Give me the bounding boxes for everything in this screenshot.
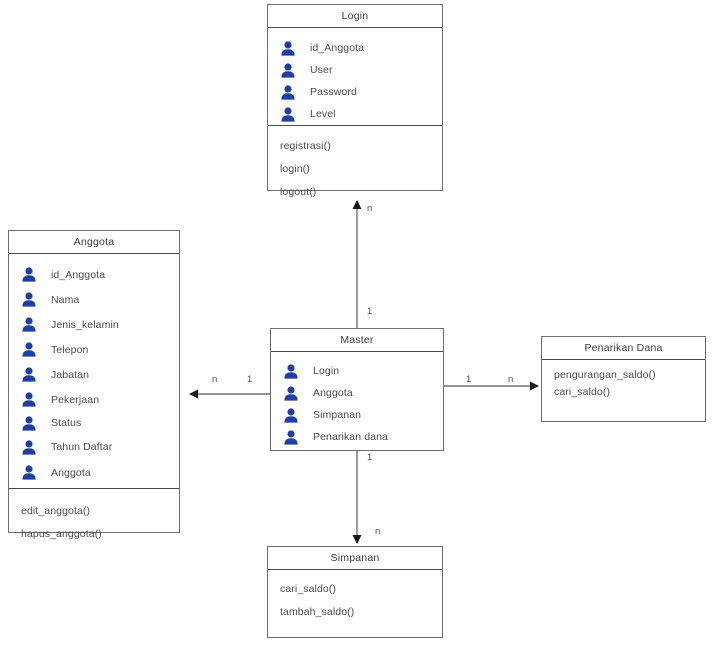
attribute-label: Jenis_kelamin [51,318,119,331]
class-operations-penarikan-dana: pengurangan_saldo() cari_saldo() [542,360,705,421]
person-icon [284,407,298,423]
multiplicity-penarikan-n: n [508,374,514,385]
class-box-simpanan[interactable]: Simpanan cari_saldo() tambah_saldo() [267,546,443,638]
attribute-row: Simpanan [271,404,443,426]
attribute-row: Anggota [271,382,443,404]
person-icon [281,106,295,122]
attribute-label: Anggota [313,387,353,399]
operation-row: logout() [280,186,317,198]
class-box-login[interactable]: Login id_Anggota User [267,4,443,198]
attribute-row: Telepon [9,337,179,362]
class-attributes-anggota: id_Anggota Nama Jenis_kelamin [9,254,179,489]
person-icon [22,342,36,357]
attribute-row: Status [9,412,179,434]
person-icon [281,62,295,78]
multiplicity-login-1: 1 [367,306,373,317]
multiplicity-anggota-1: 1 [247,374,253,385]
attribute-label: Jabatan [51,368,90,381]
attribute-row: id_Anggota [268,37,442,59]
attribute-row: Jenis_kelamin [9,312,179,337]
class-operations-simpanan: cari_saldo() tambah_saldo() [268,570,442,637]
multiplicity-simpanan-n: n [375,526,381,537]
attribute-label: Telepon [51,343,89,356]
attribute-row: Jabatan [9,362,179,387]
attribute-row: Password [268,81,442,103]
person-icon [22,465,36,480]
class-operations-login: registrasi() login() logout() [268,126,442,213]
operation-row: login() [280,163,310,175]
attribute-label: Nama [51,293,80,306]
person-icon [22,317,36,332]
class-box-penarikan-dana[interactable]: Penarikan Dana pengurangan_saldo() cari_… [541,336,706,422]
attribute-row: Penarikan dana [271,426,443,448]
attribute-label: Penarikan dana [313,431,388,443]
class-title-master: Master [271,329,443,352]
attribute-label: id_Anggota [51,268,106,281]
class-title-anggota: Anggota [9,231,179,254]
operation-row: hapus_anggota() [21,528,102,540]
person-icon [22,415,36,431]
multiplicity-simpanan-1: 1 [367,452,373,463]
person-icon [284,385,298,401]
attribute-row: Tahun Daftar [9,434,179,460]
attribute-label: Level [310,108,336,120]
multiplicity-login-n: n [367,203,373,214]
person-icon [22,439,36,455]
attribute-label: Login [313,365,340,377]
person-icon [281,84,295,100]
attribute-label: User [310,64,333,76]
class-title-simpanan: Simpanan [268,547,442,570]
attribute-label: Anggota [51,466,91,479]
operation-row: edit_anggota() [21,505,91,517]
person-icon [22,292,36,307]
class-box-master[interactable]: Master Login Anggota [270,328,444,451]
class-operations-anggota: edit_anggota() hapus_anggota() [9,489,179,555]
attribute-label: Tahun Daftar [51,441,113,453]
attribute-label: Pekerjaan [51,393,100,406]
class-attributes-master: Login Anggota Simpanan [271,352,443,457]
attribute-row: Nama [9,287,179,312]
attribute-row: id_Anggota [9,262,179,287]
person-icon [22,267,36,282]
person-icon [22,392,36,407]
multiplicity-anggota-n: n [212,374,218,385]
class-box-anggota[interactable]: Anggota id_Anggota Nama [8,230,180,540]
attribute-row: User [268,59,442,81]
operation-row: cari_saldo() [554,386,611,398]
person-icon [281,40,295,56]
attribute-row: Login [271,360,443,382]
attribute-row: Level [268,103,442,125]
attribute-label: id_Anggota [310,42,365,54]
attribute-row: Pekerjaan [9,387,179,412]
person-icon [284,363,298,379]
person-icon [284,429,298,445]
operation-row: cari_saldo() [280,583,337,595]
person-icon [22,367,36,382]
operation-row: registrasi() [280,140,331,152]
attribute-label: Status [51,417,82,429]
class-title-login: Login [268,5,442,28]
operation-row: pengurangan_saldo() [554,369,656,381]
class-attributes-login: id_Anggota User Password [268,28,442,126]
multiplicity-penarikan-1: 1 [466,374,472,385]
class-title-penarikan-dana: Penarikan Dana [542,337,705,360]
attribute-label: Simpanan [313,409,362,421]
attribute-row: Anggota [9,460,179,485]
operation-row: tambah_saldo() [280,606,355,618]
attribute-label: Password [310,86,357,98]
